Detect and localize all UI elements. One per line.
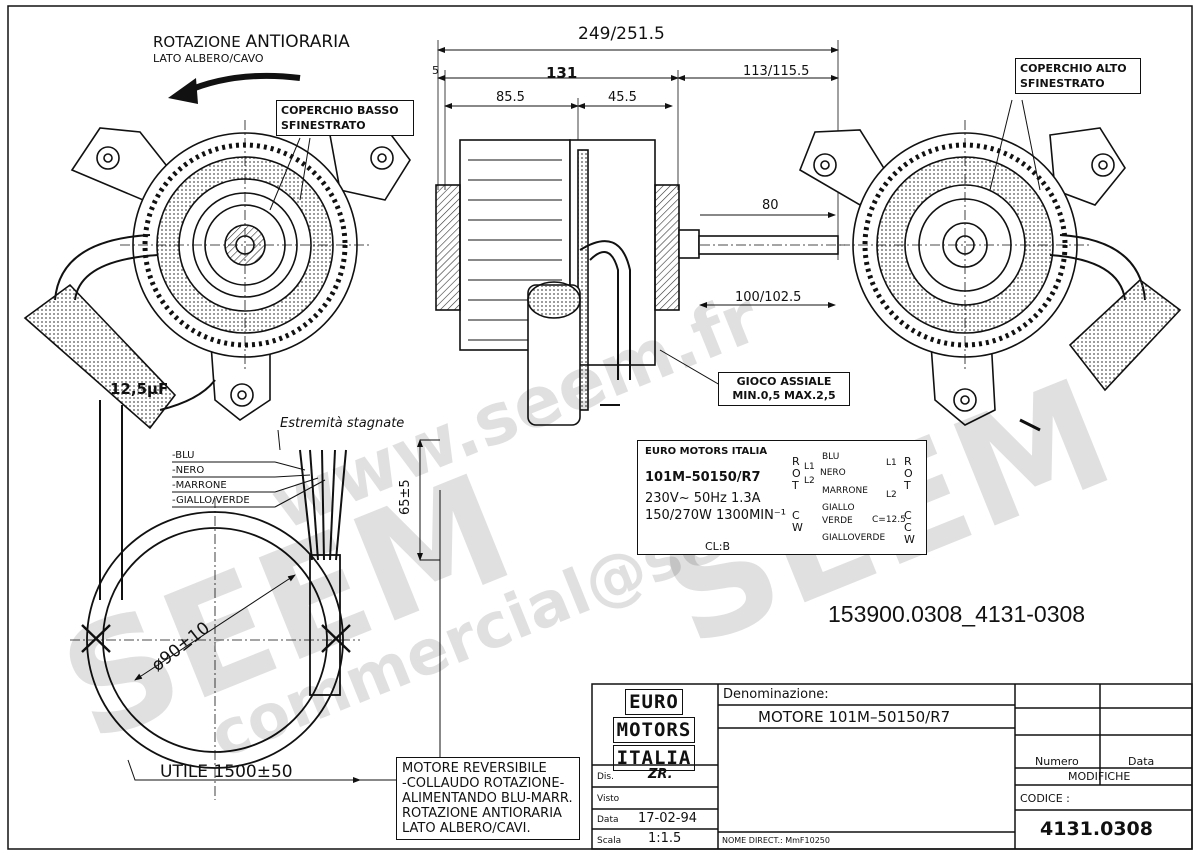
- scala-value: 1:1.5: [648, 831, 682, 846]
- wiring-nero: NERO: [820, 468, 846, 478]
- dim-5: 5: [432, 64, 439, 77]
- visto-label: Visto: [597, 794, 620, 804]
- dim-shaft-100: 100/102.5: [735, 290, 802, 305]
- wiring-marrone: MARRONE: [822, 486, 868, 496]
- dis-label: Dis.: [597, 772, 614, 782]
- reversible-motor-note: MOTORE REVERSIBILE-COLLAUDO ROTAZIONE-AL…: [396, 757, 580, 840]
- wire-giallo-verde: -GIALLO/VERDE: [172, 495, 250, 506]
- dim-shaft-80: 80: [762, 198, 779, 213]
- nameplate: [637, 440, 927, 555]
- wire-marrone: -MARRONE: [172, 480, 227, 491]
- codice-value: 4131.0308: [1040, 818, 1153, 840]
- codice-label: CODICE :: [1020, 792, 1070, 805]
- wiring-blu: BLU: [822, 452, 840, 462]
- left-cable-and-capacitor: [23, 234, 216, 600]
- dim-body-131: 131: [546, 64, 578, 82]
- dim-45-5: 45.5: [608, 90, 637, 105]
- drawing-code: 153900.0308_4131-0308: [828, 601, 1086, 627]
- dim-shaft-113: 113/115.5: [743, 64, 810, 79]
- wiring-gialloverde: GIALLOVERDE: [822, 533, 886, 543]
- capacitor-label: 12,5μF: [110, 380, 169, 398]
- wire-nero: -NERO: [172, 465, 205, 476]
- wiring-l1-left: L1: [804, 462, 815, 472]
- dim-useful-length: UTILE 1500±50: [160, 762, 293, 782]
- nameplate-power: 150/270W 1300MIN⁻¹: [645, 508, 786, 523]
- wire-color-list: -BLU -NERO -MARRONE -GIALLO/VERDE: [172, 448, 250, 508]
- wiring-cap: C=12.5: [872, 515, 906, 525]
- denomination-label: Denominazione:: [723, 687, 829, 702]
- rotation-arrow: [183, 72, 301, 95]
- numero-header: Numero: [1035, 755, 1079, 768]
- nome-direct: NOME DIRECT.: MmF10250: [722, 836, 830, 845]
- wire-blu: -BLU: [172, 450, 195, 461]
- dis-value: ZR.: [648, 767, 673, 782]
- tinned-ends-label: Estremità stagnate: [280, 416, 405, 431]
- nameplate-maker: EURO MOTORS ITALIA: [645, 446, 768, 457]
- nameplate-class: CL:B: [705, 540, 731, 553]
- scala-label: Scala: [597, 836, 622, 846]
- rotation-title: ROTAZIONE ANTIORARIA: [153, 32, 350, 52]
- rotation-subtitle: LATO ALBERO/CAVO: [153, 52, 264, 65]
- dim-lead-65: 65±5: [398, 479, 413, 515]
- right-end-view: [799, 99, 1182, 432]
- data-header: Data: [1128, 755, 1155, 768]
- title-block-linework: [591, 683, 1193, 850]
- denomination-value: MOTORE 101M–50150/R7: [758, 708, 951, 726]
- nameplate-electric: 230V~ 50Hz 1.3A: [645, 491, 761, 506]
- wiring-l2-right: L2: [886, 490, 897, 500]
- side-view: [435, 40, 845, 426]
- wiring-giallo: GIALLO: [822, 503, 855, 513]
- dim-85-5: 85.5: [496, 90, 525, 105]
- data-label: Data: [597, 815, 619, 825]
- wiring-verde: VERDE: [822, 516, 853, 526]
- company-logo: EURO MOTORS ITALIA: [598, 688, 710, 772]
- dim-overall-length: 249/251.5: [578, 24, 665, 44]
- modifiche-header: MODIFICHE: [1068, 770, 1131, 783]
- data-value: 17-02-94: [638, 811, 698, 826]
- wiring-l2-left: L2: [804, 476, 815, 486]
- nameplate-model: 101M–50150/R7: [645, 470, 761, 485]
- cable-coil: [70, 429, 441, 800]
- left-end-view: [70, 119, 411, 421]
- wiring-l1-right: L1: [886, 458, 897, 468]
